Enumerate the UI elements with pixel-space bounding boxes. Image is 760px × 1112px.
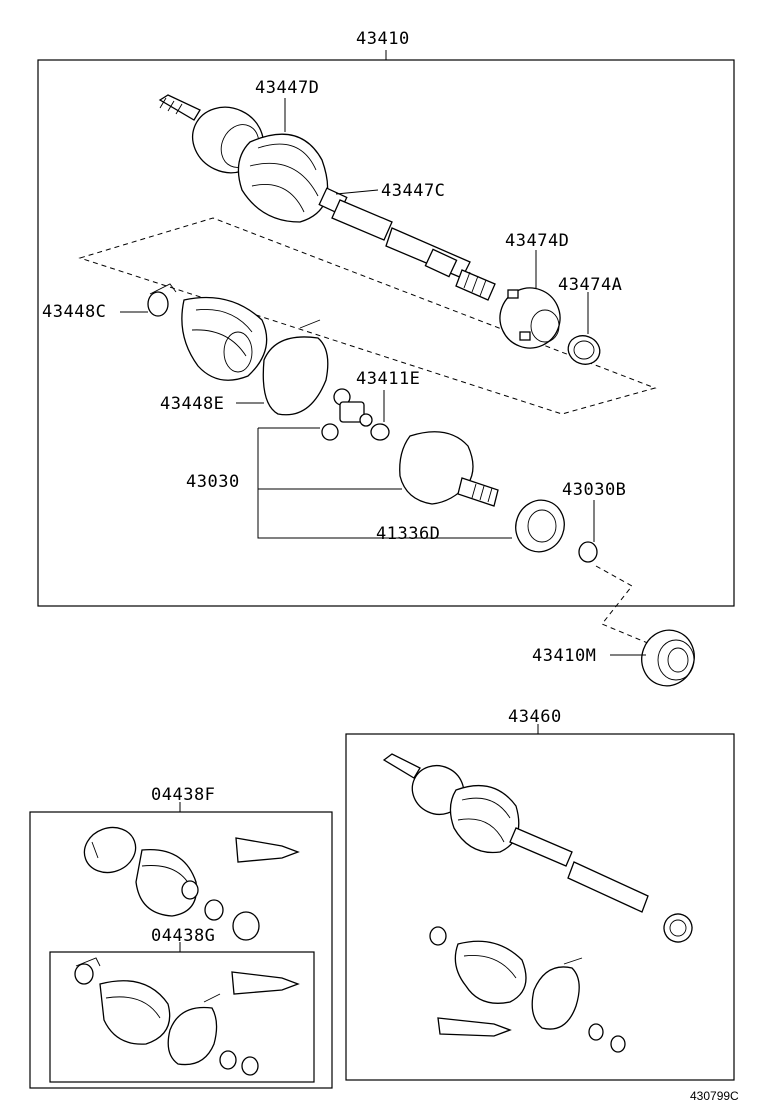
part-label-41336D[interactable]: 41336D xyxy=(376,524,440,544)
boot-kit-04438G[interactable] xyxy=(74,957,300,1076)
boot-kit-04438F[interactable] xyxy=(78,820,300,941)
part-label-04438G[interactable]: 04438G xyxy=(151,926,215,946)
part-label-43448E[interactable]: 43448E xyxy=(160,394,224,414)
drive-shaft-assembly[interactable] xyxy=(158,94,496,301)
dashed-connection xyxy=(595,565,651,645)
part-43410M[interactable] xyxy=(634,623,702,693)
part-label-43474A[interactable]: 43474A xyxy=(558,275,622,295)
part-label-43460[interactable]: 43460 xyxy=(508,707,562,727)
part-label-43410M[interactable]: 43410M xyxy=(532,646,596,666)
drive-shaft-assembly-43460[interactable] xyxy=(382,753,696,1053)
part-43411E[interactable] xyxy=(370,423,390,441)
part-label-43030[interactable]: 43030 xyxy=(186,472,240,492)
kit-box-04438F xyxy=(29,811,333,1089)
leader-line xyxy=(257,428,512,539)
part-label-43447D[interactable]: 43447D xyxy=(255,78,319,98)
part-43030B[interactable] xyxy=(578,541,598,563)
inner-joint-dashed-area xyxy=(78,217,657,415)
part-43448E[interactable] xyxy=(262,319,329,416)
inner-boot[interactable] xyxy=(181,296,268,381)
part-43474D[interactable] xyxy=(492,280,569,357)
part-43448C[interactable] xyxy=(147,283,177,317)
part-label-43448C[interactable]: 43448C xyxy=(42,302,106,322)
part-label-43474D[interactable]: 43474D xyxy=(505,231,569,251)
part-label-43411E[interactable]: 43411E xyxy=(356,369,420,389)
part-label-04438F[interactable]: 04438F xyxy=(151,785,215,805)
diagram-reference-code: 430799C xyxy=(690,1089,739,1103)
part-41336D[interactable] xyxy=(509,493,572,558)
part-label-43030B[interactable]: 43030B xyxy=(562,480,626,500)
tripod-spider[interactable] xyxy=(321,388,373,441)
part-label-43410[interactable]: 43410 xyxy=(356,29,410,49)
part-43474A[interactable] xyxy=(564,331,604,368)
kit-box-04438G xyxy=(49,951,315,1083)
part-label-43447C[interactable]: 43447C xyxy=(381,181,445,201)
part-43030[interactable] xyxy=(399,431,499,507)
leader-line xyxy=(335,189,379,195)
assembly-box-43460 xyxy=(345,733,735,1081)
